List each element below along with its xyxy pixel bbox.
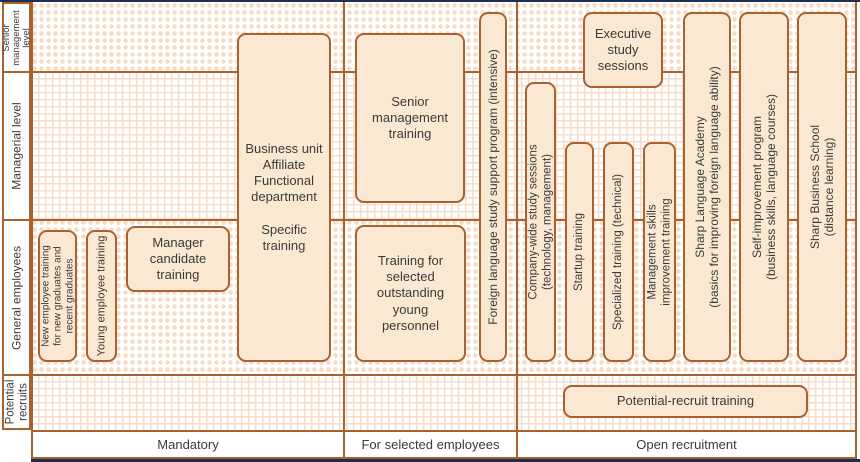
column-divider-selected-open — [516, 2, 518, 430]
box-startup-training: Startup training — [565, 142, 594, 362]
box-self-improvement-program: Self-improvement program (business skill… — [739, 12, 789, 362]
box-management-skills-improvement: Management skills improvement training — [643, 142, 676, 362]
box-label: Foreign language study support program (… — [485, 49, 500, 325]
column-border-left — [31, 2, 33, 430]
box-label: New employee training for new graduates … — [39, 245, 75, 347]
row-label-text: Senior management level — [0, 9, 32, 66]
row-label-potential-recruits: Potential recruits — [2, 374, 31, 430]
box-sharp-language-academy: Sharp Language Academy (basics for impro… — [683, 12, 731, 362]
box-label: Specialized training (technical) — [611, 174, 624, 330]
box-label: Business unit Affiliate Functional depar… — [245, 140, 323, 254]
box-label: Sharp Business School (distance learning… — [807, 124, 836, 250]
box-company-wide-study-sessions: Company-wide study sessions (technology,… — [525, 82, 556, 362]
box-label: Self-improvement program (business skill… — [749, 93, 778, 281]
box-label: Management skills improvement training — [645, 198, 672, 306]
box-executive-study-sessions: Executive study sessions — [583, 12, 663, 88]
row-divider-3 — [31, 374, 857, 376]
row-label-senior-management: Senior management level — [0, 2, 32, 71]
box-new-employee-training: New employee training for new graduates … — [38, 230, 77, 362]
column-label-text: Open recruitment — [636, 437, 737, 452]
box-label: Potential-recruit training — [616, 393, 755, 409]
row-label-managerial: Managerial level — [2, 71, 31, 219]
column-label-text: Mandatory — [157, 437, 219, 452]
row-divider-2 — [31, 219, 857, 221]
box-senior-management-training: Senior management training — [355, 33, 465, 203]
row-label-text: Potential recruits — [3, 379, 29, 425]
row-label-text: General employees — [9, 245, 24, 350]
box-foreign-language-study-support: Foreign language study support program (… — [479, 12, 507, 362]
bottom-frame-bar — [31, 459, 860, 462]
box-label: Executive study sessions — [594, 25, 652, 74]
top-frame-bar — [0, 0, 860, 2]
box-label: Manager candidate training — [149, 234, 207, 283]
box-label: Startup training — [572, 213, 585, 291]
box-specialized-training: Specialized training (technical) — [603, 142, 634, 362]
box-potential-recruit-training: Potential-recruit training — [563, 385, 808, 418]
row-label-general-employees: General employees — [2, 219, 31, 374]
box-label: Senior management training — [372, 93, 448, 142]
box-label: Sharp Language Academy (basics for impro… — [692, 66, 721, 308]
box-label: Young employee training — [95, 235, 108, 357]
box-sharp-business-school: Sharp Business School (distance learning… — [797, 12, 847, 362]
column-divider-mandatory-selected — [343, 2, 345, 430]
box-label: Company-wide study sessions (technology,… — [526, 144, 553, 300]
column-label-open-recruitment: Open recruitment — [516, 430, 857, 459]
row-label-text: Managerial level — [9, 102, 24, 190]
box-manager-candidate-training: Manager candidate training — [126, 226, 230, 292]
box-training-selected-young-personnel: Training for selected outstanding young … — [355, 225, 466, 362]
box-business-unit-specific-training: Business unit Affiliate Functional depar… — [237, 33, 331, 362]
column-label-selected-employees: For selected employees — [343, 430, 518, 459]
column-label-text: For selected employees — [361, 437, 500, 452]
box-young-employee-training: Young employee training — [86, 230, 117, 362]
column-border-right — [855, 2, 857, 430]
box-label: Training for selected outstanding young … — [376, 252, 445, 333]
column-label-mandatory: Mandatory — [31, 430, 345, 459]
